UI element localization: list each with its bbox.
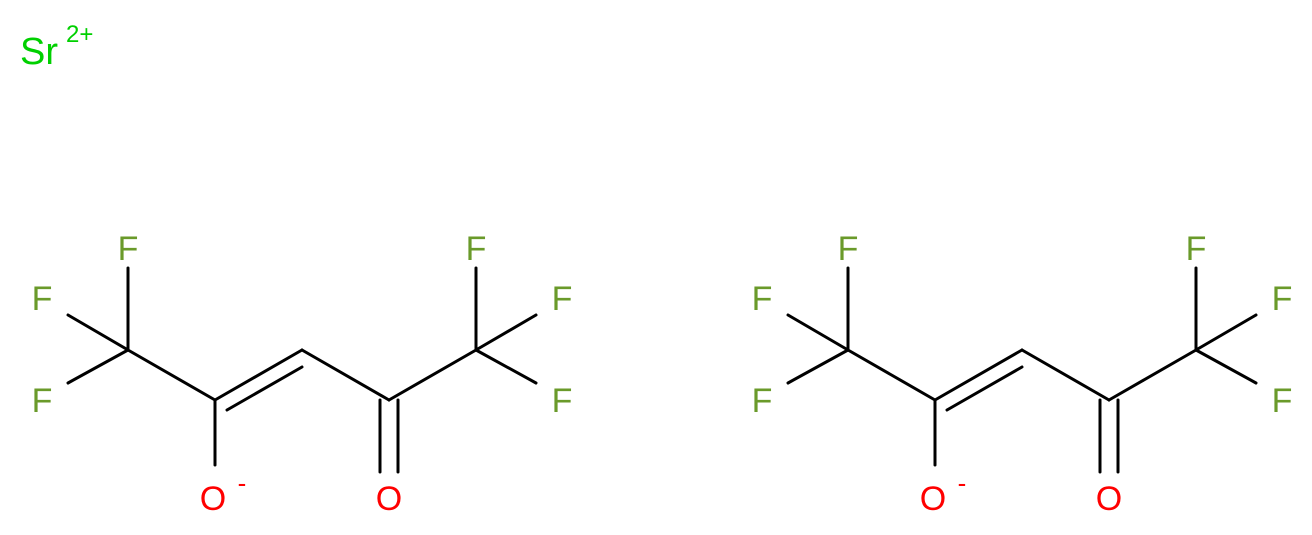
bond-c2-c3-double-a [213,348,304,402]
bond-c2-c3-double-b [225,365,304,412]
fluorine-atom: F [1272,280,1293,318]
carbonyl-oxygen-atom: O [1096,480,1122,518]
bond-cf3r-f-right-lower [474,348,538,385]
anion-2-bonds [786,266,1258,474]
bond-cf3r-f-right-lower [1194,348,1258,385]
fluorine-atom: F [32,280,53,318]
bond-cf3-c2 [126,348,217,402]
fluorine-atom: F [118,230,139,268]
strontium-symbol: Sr [20,31,58,73]
bond-cf3r-f-right-upper [1194,313,1258,352]
fluorine-atom: F [32,382,53,420]
enolate-oxygen-charge: - [238,468,247,498]
strontium-cation: Sr 2+ [20,21,93,73]
strontium-charge: 2+ [66,21,93,48]
bond-c3-c4 [1020,348,1111,402]
anion-1: F F F F F F O - O [32,230,573,518]
carbonyl-oxygen-atom: O [376,480,402,518]
fluorine-atom: F [838,230,859,268]
fluorine-atom: F [1272,382,1293,420]
fluorine-atom: F [752,280,773,318]
fluorine-atom: F [466,230,487,268]
fluorine-atom: F [552,382,573,420]
bond-cf3-f-left-upper [786,313,850,352]
bond-c4-cf3 [1107,348,1198,402]
enolate-oxygen-charge: - [958,468,967,498]
anion-2: F F F F F F O - O [752,230,1293,518]
bond-cf3-c2 [846,348,937,402]
bond-c4-cf3 [387,348,478,402]
fluorine-atom: F [752,382,773,420]
anion-2-atoms: F F F F F F O - O [752,230,1293,518]
enolate-oxygen-atom: O [200,480,226,518]
anion-1-atoms: F F F F F F O - O [32,230,573,518]
fluorine-atom: F [552,280,573,318]
bond-c3-c4 [300,348,391,402]
bond-cf3r-f-right-upper [474,313,538,352]
bond-cf3-f-left-lower [786,348,850,385]
bond-cf3-f-left-upper [66,313,130,352]
bond-c2-c3-double-a [933,348,1024,402]
anion-1-bonds [66,266,538,474]
bond-cf3-f-left-lower [66,348,130,385]
enolate-oxygen-atom: O [920,480,946,518]
bond-c2-c3-double-b [945,365,1024,412]
fluorine-atom: F [1186,230,1207,268]
